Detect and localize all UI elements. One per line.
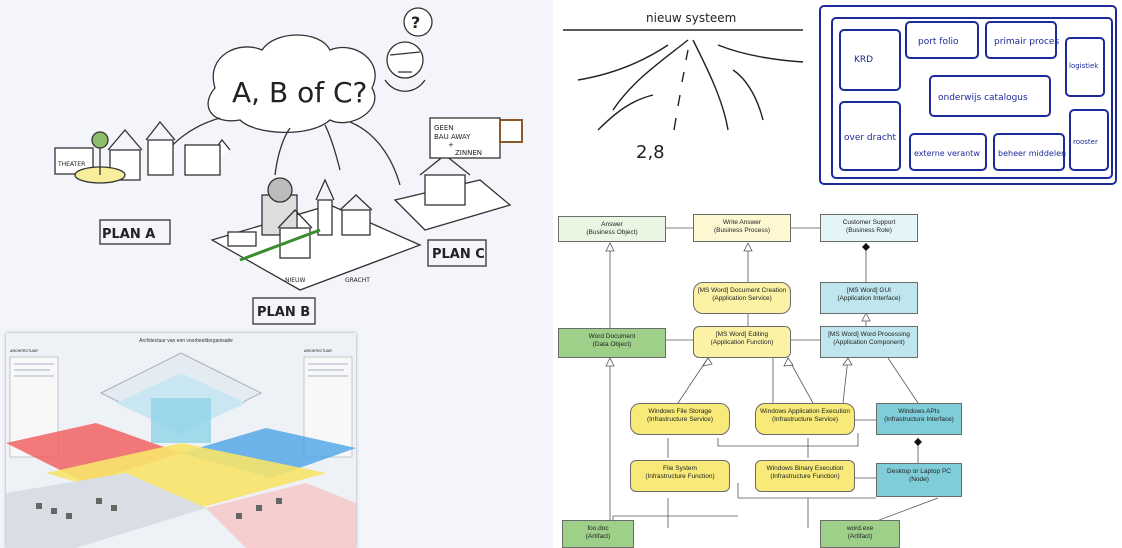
blocks-drawing: KRD port folio primair proces logistiek … (819, 5, 1117, 185)
archimate-connectors (605, 227, 939, 529)
sign-gracht: GRACHT (345, 277, 370, 284)
archimate-diagram: Answer(Business Object) Write Answer(Bus… (558, 198, 1122, 548)
architecture-poster: Architectuur van een voorbeeldorganisati… (6, 333, 356, 548)
note-line-2: BAU AWAY (434, 133, 471, 141)
uml-file-system[interactable]: File System(Infrastructure Function) (630, 460, 730, 492)
poster-right-heading: ARCHITECTUUR (304, 349, 332, 353)
poster-title: Architectuur van een voorbeeldorganisati… (139, 338, 233, 344)
uml-word-exe[interactable]: word.exe(Artifact) (820, 520, 900, 548)
plan-b-label: PLAN B (257, 305, 310, 320)
block-onderwijs-catalogus: onderwijs catalogus (938, 93, 1028, 103)
block-externe-verantw: externe verantw (914, 149, 980, 158)
uml-editing[interactable]: [MS Word] Editing(Application Function) (693, 326, 791, 358)
uml-answer[interactable]: Answer(Business Object) (558, 216, 666, 242)
block-beheer-middelen: beheer middelen (998, 149, 1066, 158)
uml-gui[interactable]: [MS Word] GUI(Application Interface) (820, 282, 918, 314)
uml-desktop-node[interactable]: Desktop or Laptop PC(Node) (876, 463, 962, 497)
note-line-4: ZINNEN (455, 149, 482, 157)
uml-file-storage[interactable]: Windows File Storage(Infrastructure Serv… (630, 403, 730, 435)
block-portfolio: port folio (918, 37, 959, 47)
uml-word-processing[interactable]: [MS Word] Word Processing(Application Co… (820, 326, 918, 358)
uml-windows-apis[interactable]: Windows APIs(Infrastructure Interface) (876, 403, 962, 435)
domain-blocks-sketch: KRD port folio primair proces logistiek … (814, 0, 1122, 190)
theater-sign: THEATER (57, 161, 85, 168)
poster-left-heading: ARCHITECTUUR (10, 349, 38, 353)
uml-customer-support[interactable]: Customer Support(Business Role) (820, 214, 918, 242)
uml-binary-execution[interactable]: Windows Binary Execution(Infrastructure … (755, 460, 855, 492)
uml-word-document[interactable]: Word Document(Data Object) (558, 328, 666, 358)
note-line-3: + (448, 141, 454, 149)
uml-write-answer[interactable]: Write Answer(Business Process) (693, 214, 791, 242)
road-title: nieuw systeem (646, 11, 736, 25)
question-mark: ? (411, 13, 420, 32)
uml-document-creation[interactable]: [MS Word] Document Creation(Application … (693, 282, 791, 314)
poster-graphic (6, 352, 356, 548)
sketch-drawing: PLAN A PLAN C PLAN B A, B of C? ? THEATE… (54, 7, 523, 325)
note-line-1: GEEN (434, 124, 454, 132)
sign-nieuw: NIEUW (285, 277, 305, 284)
road-drawing: nieuw systeem 2,8 (563, 11, 804, 163)
block-rooster: rooster (1073, 138, 1098, 146)
road-sketch: nieuw systeem 2,8 (558, 0, 806, 196)
plan-a-label: PLAN A (102, 227, 155, 242)
block-logistiek: logistiek (1069, 62, 1099, 70)
road-number: 2,8 (636, 142, 665, 163)
block-primair-proces: primair proces (994, 37, 1059, 47)
cloud-question: A, B of C? (232, 76, 367, 109)
plan-c-label: PLAN C (432, 247, 485, 262)
block-overdracht: over dracht (844, 133, 897, 143)
uml-application-execution[interactable]: Windows Application Execution(Infrastruc… (755, 403, 855, 435)
block-krd: KRD (854, 55, 873, 65)
uml-foo-doc[interactable]: foo.doc(Artifact) (562, 520, 634, 548)
